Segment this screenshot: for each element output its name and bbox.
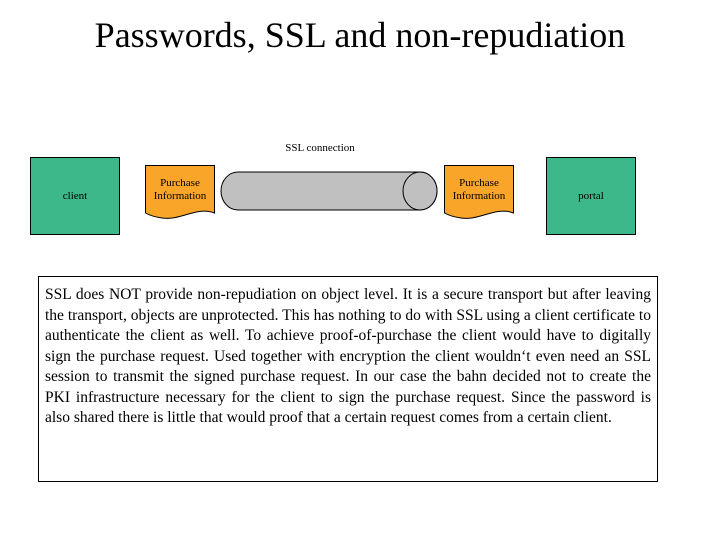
document-shape-right [444, 165, 514, 219]
purchase-info-label-right: Purchase Information [452, 177, 506, 202]
purchase-info-label-left: Purchase Information [153, 177, 207, 202]
client-box: client [30, 157, 120, 235]
ssl-connection-label: SSL connection [285, 142, 355, 154]
purchase-document-left: Purchase Information [145, 165, 215, 223]
explanation-textbox: SSL does NOT provide non-repudiation on … [38, 276, 658, 482]
client-label: client [62, 189, 88, 202]
document-shape-left [145, 165, 215, 219]
portal-label: portal [578, 189, 604, 202]
purchase-document-right: Purchase Information [444, 165, 514, 223]
ssl-pipe [220, 171, 438, 211]
portal-box: portal [546, 157, 636, 235]
slide-title: Passwords, SSL and non-repudiation [94, 15, 626, 55]
